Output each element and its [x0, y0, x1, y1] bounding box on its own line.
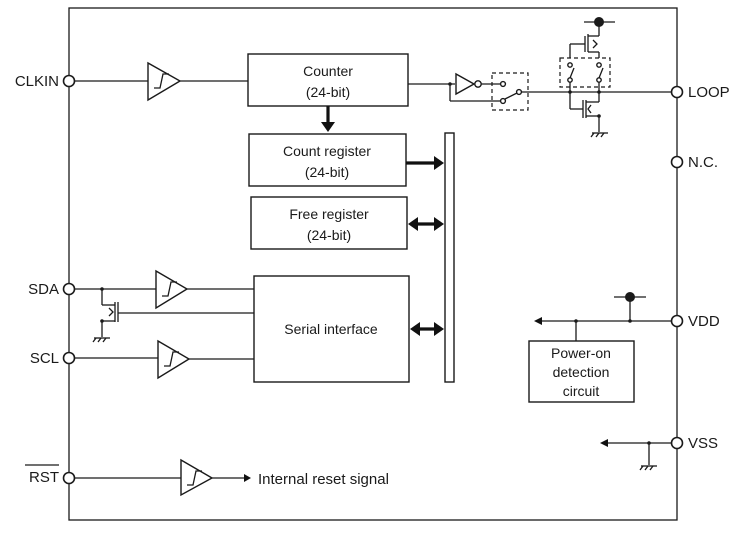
count-register-label: Count register: [283, 143, 371, 159]
free-register-bits: (24-bit): [307, 227, 351, 243]
free-register-bus-double-arrow: [408, 217, 444, 231]
switch-selector: [491, 72, 529, 111]
arrow-down-icon: [321, 122, 335, 132]
schmitt-buffer-scl: [157, 339, 191, 380]
sda-path: [75, 269, 254, 343]
vdd-path: [534, 292, 671, 341]
rst-path: [75, 458, 251, 497]
pin-label-clkin: CLKIN: [15, 73, 59, 90]
schmitt-buffer-rst: [180, 458, 214, 497]
pin-sda: [62, 282, 76, 296]
arrow-right-icon: [244, 474, 251, 482]
arrow-left-icon: [534, 317, 542, 325]
serial-interface-bus-double-arrow: [410, 322, 444, 336]
pin-label-rst: RST: [29, 469, 59, 486]
pin-label-loop: LOOP: [688, 84, 730, 101]
vss-path: [600, 439, 671, 471]
pin-loop: [670, 85, 684, 99]
pin-vdd: [670, 314, 684, 328]
internal-bus: [444, 132, 455, 383]
count-register-to-bus-arrow: [406, 156, 444, 170]
count-register-block: [248, 133, 407, 187]
ground-icon: [639, 465, 657, 471]
schmitt-buffer-sda: [155, 269, 189, 310]
clkin-path: [75, 61, 248, 102]
pin-nc: [670, 155, 684, 169]
serial-interface-block: [253, 275, 410, 383]
power-on-label-2: detection: [553, 364, 610, 380]
chip-outline: [68, 7, 678, 521]
counter-block: [247, 53, 409, 107]
free-register-label: Free register: [289, 206, 369, 222]
pin-label-vss: VSS: [688, 435, 718, 452]
pin-vss: [670, 436, 684, 450]
pin-rst: [62, 471, 76, 485]
pin-label-scl: SCL: [30, 350, 59, 367]
pin-label-vdd: VDD: [688, 313, 720, 330]
serial-interface-label: Serial interface: [284, 321, 378, 337]
ground-icon: [92, 337, 110, 343]
counter-label: Counter: [303, 63, 353, 79]
vdd-node-icon: [625, 292, 635, 302]
ground-icon: [590, 132, 608, 138]
power-on-label-3: circuit: [563, 383, 600, 399]
power-on-label-1: Power-on: [551, 345, 611, 361]
schmitt-buffer-clkin: [147, 61, 182, 102]
pin-clkin: [62, 74, 76, 88]
loop-output-path: [408, 17, 671, 138]
pin-label-sda: SDA: [28, 281, 59, 298]
internal-reset-label: Internal reset signal: [258, 471, 389, 488]
pin-scl: [62, 351, 76, 365]
power-on-detection-block: [528, 340, 635, 403]
schmitt-symbol: [154, 73, 169, 89]
pin-label-nc: N.C.: [688, 154, 718, 171]
output-switch-pair: [559, 57, 611, 88]
scl-path: [75, 339, 254, 380]
count-register-bits: (24-bit): [305, 164, 349, 180]
counter-bits: (24-bit): [306, 84, 350, 100]
arrow-left-icon: [600, 439, 608, 447]
inverter: [455, 72, 476, 96]
free-register-block: [250, 196, 408, 250]
